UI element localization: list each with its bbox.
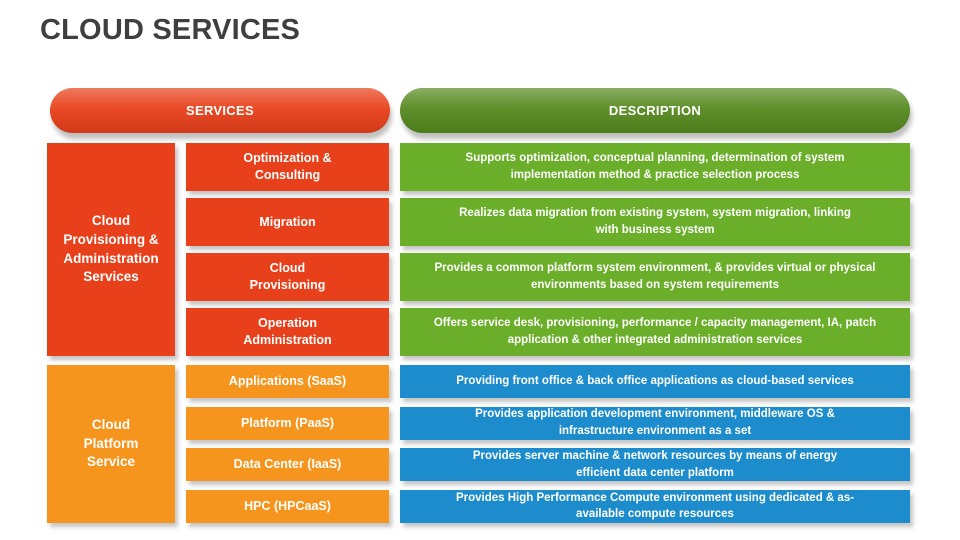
description-cell: Provides High Performance Compute enviro… [400, 489, 910, 523]
table-row: Applications (SaaS) Providing front offi… [186, 365, 910, 398]
services-header-pill: SERVICES [50, 88, 390, 133]
service-cell: Applications (SaaS) [186, 365, 389, 398]
table-row: Operation Administration Offers service … [186, 308, 910, 356]
table-row: Data Center (IaaS) Provides server machi… [186, 448, 910, 482]
platform-service-section: Cloud Platform Service Applications (Saa… [47, 365, 910, 523]
description-cell: Providing front office & back office app… [400, 365, 910, 398]
table-row: Migration Realizes data migration from e… [186, 198, 910, 246]
service-cell: Cloud Provisioning [186, 253, 389, 301]
provisioning-administration-section: Cloud Provisioning & Administration Serv… [47, 143, 910, 356]
category-cloud-platform-service: Cloud Platform Service [47, 365, 175, 523]
description-cell: Provides a common platform system enviro… [400, 253, 910, 301]
description-cell: Supports optimization, conceptual planni… [400, 143, 910, 191]
description-cell: Provides application development environ… [400, 406, 910, 440]
table-row: Optimization & Consulting Supports optim… [186, 143, 910, 191]
description-cell: Realizes data migration from existing sy… [400, 198, 910, 246]
service-cell: Data Center (IaaS) [186, 448, 389, 482]
description-cell: Offers service desk, provisioning, perfo… [400, 308, 910, 356]
rows-top: Optimization & Consulting Supports optim… [186, 143, 910, 356]
table-row: HPC (HPCaaS) Provides High Performance C… [186, 489, 910, 523]
table-row: Cloud Provisioning Provides a common pla… [186, 253, 910, 301]
service-cell: HPC (HPCaaS) [186, 489, 389, 523]
services-header-label: SERVICES [186, 103, 254, 118]
service-cell: Platform (PaaS) [186, 406, 389, 440]
service-cell: Migration [186, 198, 389, 246]
description-header-label: DESCRIPTION [608, 103, 702, 118]
category-cloud-provisioning-administration: Cloud Provisioning & Administration Serv… [47, 143, 175, 356]
service-cell: Optimization & Consulting [186, 143, 389, 191]
table-row: Platform (PaaS) Provides application dev… [186, 406, 910, 440]
service-cell: Operation Administration [186, 308, 389, 356]
description-cell: Provides server machine & network resour… [400, 448, 910, 482]
description-header-pill: DESCRIPTION [400, 88, 910, 133]
page-title: CLOUD SERVICES [40, 14, 301, 46]
rows-bottom: Applications (SaaS) Providing front offi… [186, 365, 910, 523]
